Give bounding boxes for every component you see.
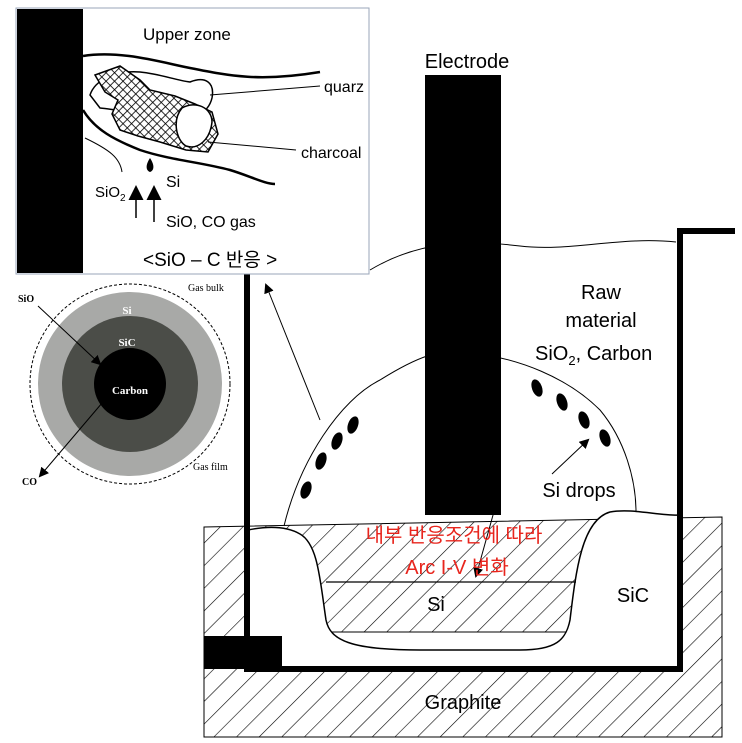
- upper-zone-label: Upper zone: [143, 25, 231, 44]
- graphite-label: Graphite: [425, 692, 502, 714]
- si-drops-label: Si drops: [542, 480, 615, 502]
- crucible-cavity: [248, 510, 680, 669]
- raw-material-label-1: Raw: [581, 282, 622, 304]
- particle-si-label: Si: [122, 305, 131, 317]
- si-drops-left: [300, 416, 359, 499]
- pointer-to-inset: [264, 283, 321, 421]
- arc-condition-label-2: Arc I-V 변화: [405, 556, 508, 579]
- charge-surface: [369, 240, 677, 271]
- charcoal-label: charcoal: [301, 145, 361, 162]
- left-wall: [244, 250, 250, 670]
- carbon-core: [94, 348, 166, 420]
- tap-hole-block: [204, 636, 282, 669]
- electrode: [425, 75, 501, 515]
- bottom-wall: [244, 666, 683, 672]
- sic-boundary: [247, 510, 681, 651]
- inset-sio2-label: SiO2: [95, 184, 126, 204]
- arc-arrow: [473, 489, 501, 578]
- right-wall-top: [677, 228, 735, 234]
- raw-material-label-3: SiO2, Carbon: [535, 343, 652, 368]
- particle-sic-label: SiC: [118, 337, 135, 349]
- quarz-label: quarz: [324, 79, 364, 96]
- electrode-label: Electrode: [425, 51, 510, 73]
- sic-label: SiC: [617, 585, 649, 607]
- raw-material-label-2: material: [565, 310, 636, 332]
- inset-si-label: Si: [166, 174, 180, 191]
- particle-carbon-label: Carbon: [112, 385, 148, 397]
- arc-condition-label-1: 내부 반응조건에 따라: [366, 524, 543, 547]
- inset-wall: [17, 9, 83, 273]
- particle-sio-label: SiO: [18, 294, 34, 305]
- particle-co-label: CO: [22, 477, 37, 488]
- si-drops-right: [531, 379, 611, 447]
- si-droplet-inset: [146, 158, 154, 172]
- inset-caption: <SiO – C 반응 >: [143, 249, 277, 271]
- gas-bulk-label: Gas bulk: [188, 283, 224, 294]
- particle-model: SiO Si SiC Carbon CO Gas bulk Gas film: [18, 283, 231, 488]
- gas-label: SiO, CO gas: [166, 214, 256, 231]
- si-pool-label: Si: [427, 594, 445, 616]
- reaction-inset: Upper zone quarz charcoal Si SiO2 SiO, C…: [15, 7, 370, 275]
- right-wall: [677, 230, 683, 670]
- si-drops-arrow: [551, 438, 590, 475]
- gas-film-label: Gas film: [193, 462, 228, 473]
